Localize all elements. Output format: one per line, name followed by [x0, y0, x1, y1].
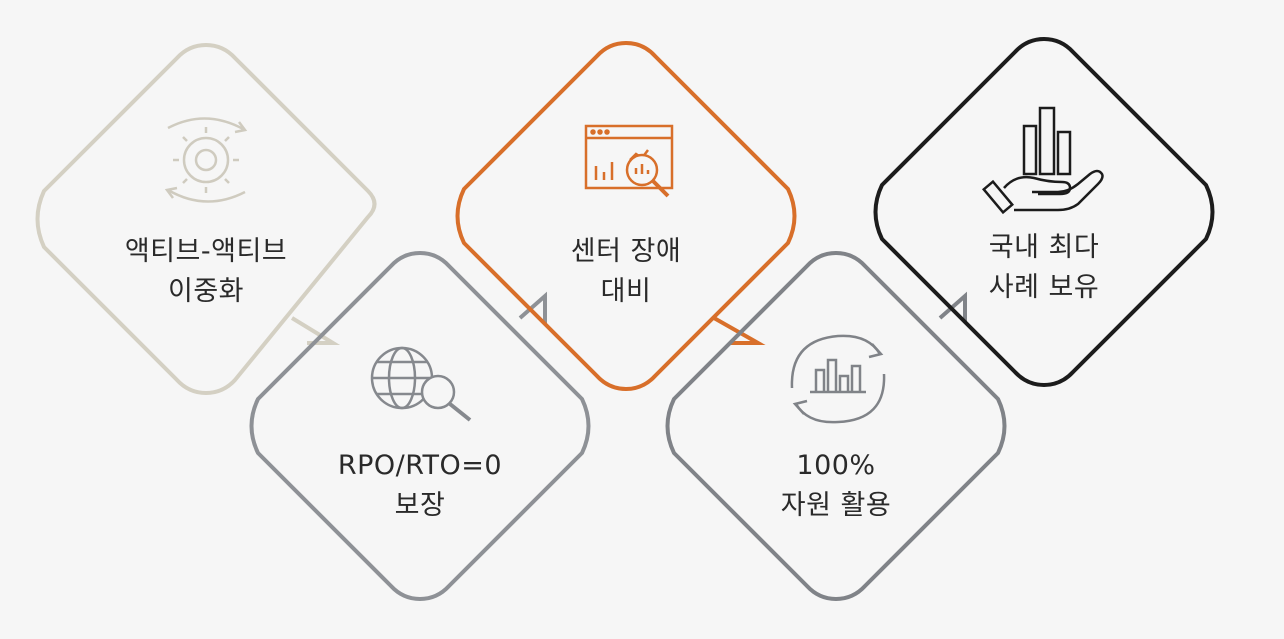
step-2-label: RPO/RTO=0 보장: [300, 446, 540, 526]
step-1-diamond: [35, 42, 377, 396]
step-4-label: 100% 자원 활용: [716, 446, 956, 526]
cycle-chart-icon: [790, 334, 886, 424]
step-2-label-line2: 보장: [394, 490, 446, 521]
step-4-label-line1: 100%: [796, 450, 876, 481]
step-5-label-line2: 사례 보유: [988, 272, 1100, 303]
step-3-label-line2: 대비: [600, 276, 652, 307]
step-5-label: 국내 최다 사례 보유: [924, 228, 1164, 308]
dashboard-search-icon: [584, 124, 674, 198]
step-1-label-line1: 액티브-액티브: [124, 236, 288, 267]
step-1-label-line2: 이중화: [167, 276, 245, 307]
step-5-label-line1: 국내 최다: [988, 232, 1100, 263]
step-3-label: 센터 장애 대비: [506, 232, 746, 312]
step-3-diamond: [455, 40, 797, 392]
gear-cycle-icon: [164, 117, 248, 203]
step-4-diamond: [665, 250, 1007, 602]
step-1-label: 액티브-액티브 이중화: [86, 232, 326, 312]
step-2-label-line1: RPO/RTO=0: [337, 450, 503, 481]
step-4-label-line2: 자원 활용: [780, 490, 892, 521]
step-3-label-line1: 센터 장애: [570, 236, 682, 267]
step-2-diamond: [249, 250, 591, 602]
hand-chart-icon: [982, 106, 1104, 215]
globe-search-icon: [370, 346, 472, 422]
step-5-diamond: [873, 36, 1215, 388]
